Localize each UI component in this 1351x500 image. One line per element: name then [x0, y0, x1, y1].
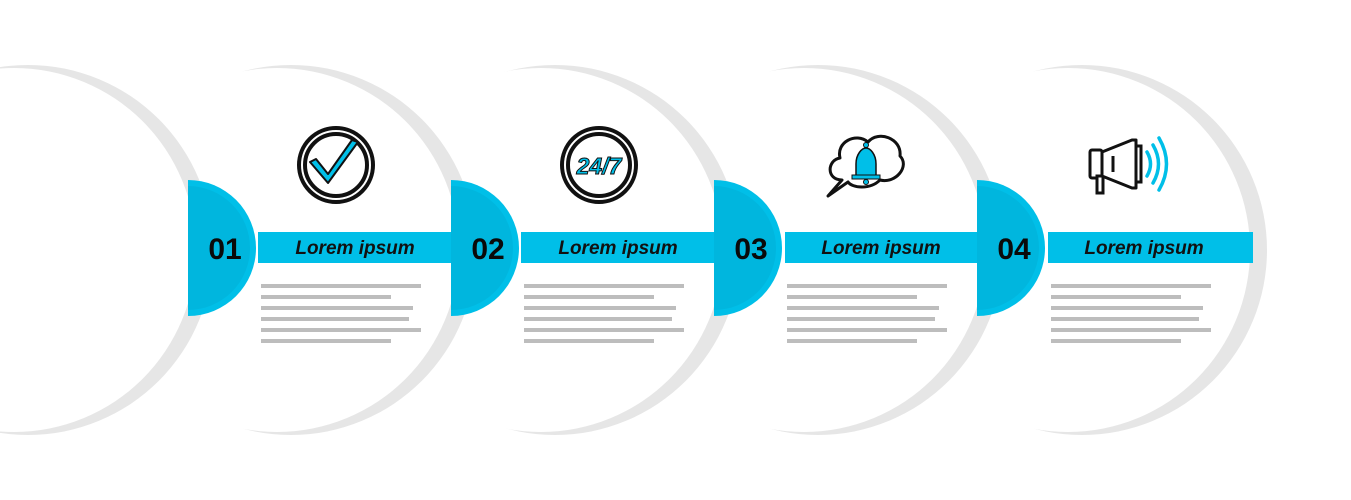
bell-icon: [851, 142, 881, 185]
step-4-half-disc: [977, 180, 1045, 316]
step-1-half-disc-shade: [188, 186, 250, 310]
step-3-half-disc: [714, 180, 782, 316]
checkmark-circle-icon: [297, 126, 375, 204]
step-2-number: 02: [471, 233, 504, 266]
chat-bell-icon: [826, 134, 905, 198]
step-1-half-disc: [188, 180, 256, 316]
step-1-title: Lorem ipsum: [295, 238, 414, 259]
step-2-title-bar: [521, 232, 726, 263]
step-4-number: 04: [997, 233, 1031, 266]
step-4-title-bar: [1048, 232, 1253, 263]
step-2-title: Lorem ipsum: [558, 238, 677, 259]
clock-24-7-icon: 24/7: [560, 126, 638, 204]
step-2-half-disc: [451, 180, 519, 316]
megaphone-icon: [1088, 136, 1169, 195]
step-1-number: 01: [208, 233, 241, 266]
step-2-text-lines: [524, 284, 684, 343]
step-1-title-bar: [258, 232, 463, 263]
step-3: 03 Lorem ipsum: [714, 134, 990, 343]
step-1-text-lines: [261, 284, 421, 343]
circle-0: [0, 65, 213, 435]
step-2-half-disc-shade: [451, 186, 513, 310]
step-3-half-disc-shade: [714, 186, 776, 310]
step-2: 02 Lorem ipsum 24/7: [451, 126, 726, 343]
step-3-title-bar: [785, 232, 990, 263]
step-1: 01 Lorem ipsum: [188, 126, 463, 343]
step-4-half-disc-shade: [977, 186, 1039, 310]
step-4: 04 Lorem ipsum: [977, 136, 1253, 343]
step-3-title: Lorem ipsum: [821, 238, 940, 259]
step-3-number: 03: [734, 233, 767, 266]
step-4-title: Lorem ipsum: [1084, 238, 1203, 259]
clock-24-7-label: 24/7: [576, 153, 623, 179]
step-3-text-lines: [787, 284, 947, 343]
step-4-text-lines: [1051, 284, 1211, 343]
